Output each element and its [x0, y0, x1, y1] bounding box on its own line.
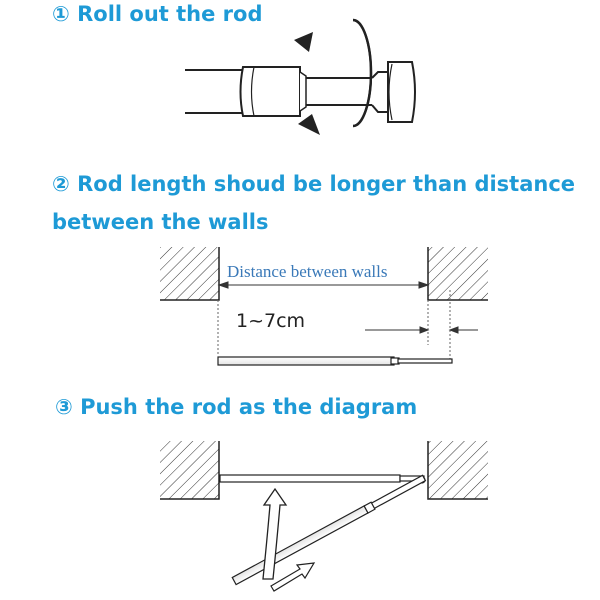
wall-right-step2	[427, 247, 488, 301]
rotate-arc-back	[352, 18, 373, 128]
wall-left-step2	[160, 247, 220, 301]
rod-close-up	[185, 18, 416, 128]
wall-right-step3	[427, 441, 488, 500]
push-direction-arrow-icon	[270, 562, 316, 592]
extra-length-arrows	[365, 326, 478, 334]
step-2-title-line-2: between the walls	[52, 210, 269, 234]
wall-left-step3	[160, 441, 220, 500]
step-3-title: ③ Push the rod as the diagram	[55, 395, 418, 419]
rotate-up-arrow-icon	[262, 487, 288, 580]
extra-length-label: 1~7cm	[236, 310, 305, 332]
rotate-arrow-top-icon	[294, 32, 313, 52]
rod-end-cap	[371, 71, 389, 113]
rotate-arrow-bottom-icon	[298, 114, 320, 135]
rod-installed	[219, 474, 426, 484]
step-1-title: ① Roll out the rod	[52, 2, 263, 26]
distance-dimension-line	[217, 281, 430, 289]
rotate-arc-front	[352, 18, 373, 128]
rod-angled	[231, 474, 427, 586]
rod-middle	[306, 77, 372, 106]
extension-lines	[217, 290, 451, 360]
rod-collar	[239, 66, 301, 117]
step-2-title-line-1: ② Rod length shoud be longer than distan…	[52, 172, 576, 196]
distance-label: Distance between walls	[227, 262, 388, 281]
rod-step2	[217, 356, 453, 366]
rod-left	[185, 69, 243, 114]
